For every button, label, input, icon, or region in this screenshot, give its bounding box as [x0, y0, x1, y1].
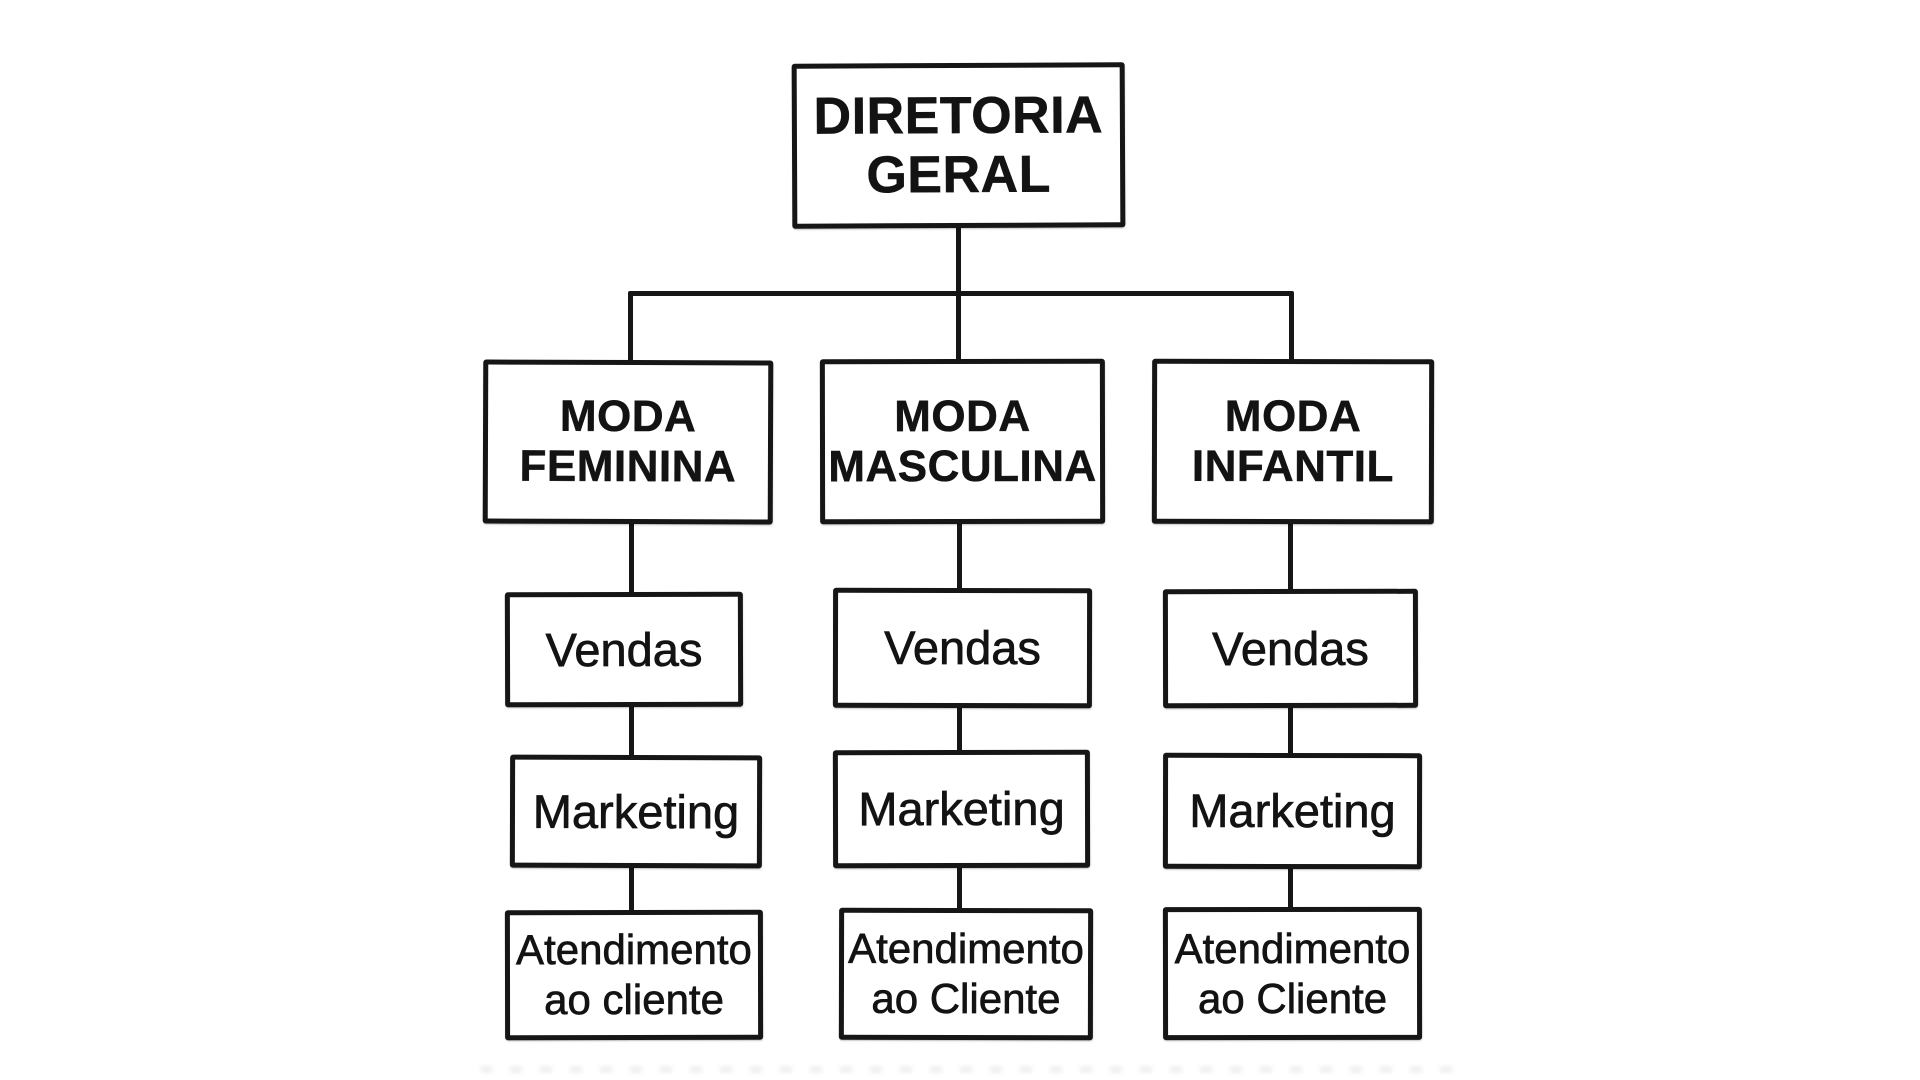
atendimento-label: Atendimento ao Cliente — [848, 925, 1085, 1023]
connector-drop-right — [1289, 293, 1294, 363]
connector-left-3 — [629, 864, 634, 913]
connector-right-3 — [1288, 864, 1293, 910]
atendimento-box-feminina: Atendimento ao cliente — [504, 909, 764, 1041]
branch-label: MODA MASCULINA — [828, 391, 1097, 491]
root-box: DIRETORIA GERAL — [791, 62, 1126, 229]
vendas-label: Vendas — [545, 622, 703, 677]
connector-rail — [628, 291, 1294, 296]
connector-right-1 — [1288, 521, 1293, 592]
atendimento-label: Atendimento ao cliente — [515, 926, 753, 1024]
marketing-box-feminina: Marketing — [509, 754, 763, 869]
connector-left-2 — [629, 704, 634, 758]
branch-box-moda-masculina: MODA MASCULINA — [819, 358, 1106, 525]
vendas-box-feminina: Vendas — [504, 591, 744, 708]
marketing-box-masculina: Marketing — [832, 749, 1091, 869]
branch-box-moda-feminina: MODA FEMININA — [482, 359, 774, 525]
connector-mid-2 — [957, 704, 962, 753]
connector-left-1 — [629, 520, 634, 595]
scan-artifact-smudge — [480, 1066, 1460, 1073]
vendas-box-infantil: Vendas — [1162, 588, 1419, 709]
root-label: DIRETORIA GERAL — [813, 86, 1104, 204]
branch-label: MODA INFANTIL — [1191, 391, 1395, 491]
connector-drop-left — [628, 293, 633, 363]
atendimento-box-masculina: Atendimento ao Cliente — [838, 907, 1094, 1041]
branch-box-moda-infantil: MODA INFANTIL — [1151, 358, 1435, 525]
connector-drop-mid — [956, 293, 961, 363]
marketing-label: Marketing — [532, 784, 740, 839]
vendas-label: Vendas — [884, 621, 1042, 675]
marketing-label: Marketing — [858, 782, 1065, 836]
connector-mid-3 — [957, 864, 962, 911]
connector-mid-1 — [957, 520, 962, 591]
branch-label: MODA FEMININA — [519, 392, 737, 492]
atendimento-label: Atendimento ao Cliente — [1174, 924, 1411, 1022]
marketing-label: Marketing — [1189, 784, 1396, 838]
atendimento-box-infantil: Atendimento ao Cliente — [1162, 906, 1423, 1041]
connector-root-drop — [956, 226, 961, 294]
marketing-box-infantil: Marketing — [1162, 752, 1423, 870]
connector-right-2 — [1288, 704, 1293, 756]
vendas-box-masculina: Vendas — [832, 587, 1093, 709]
vendas-label: Vendas — [1212, 621, 1370, 676]
